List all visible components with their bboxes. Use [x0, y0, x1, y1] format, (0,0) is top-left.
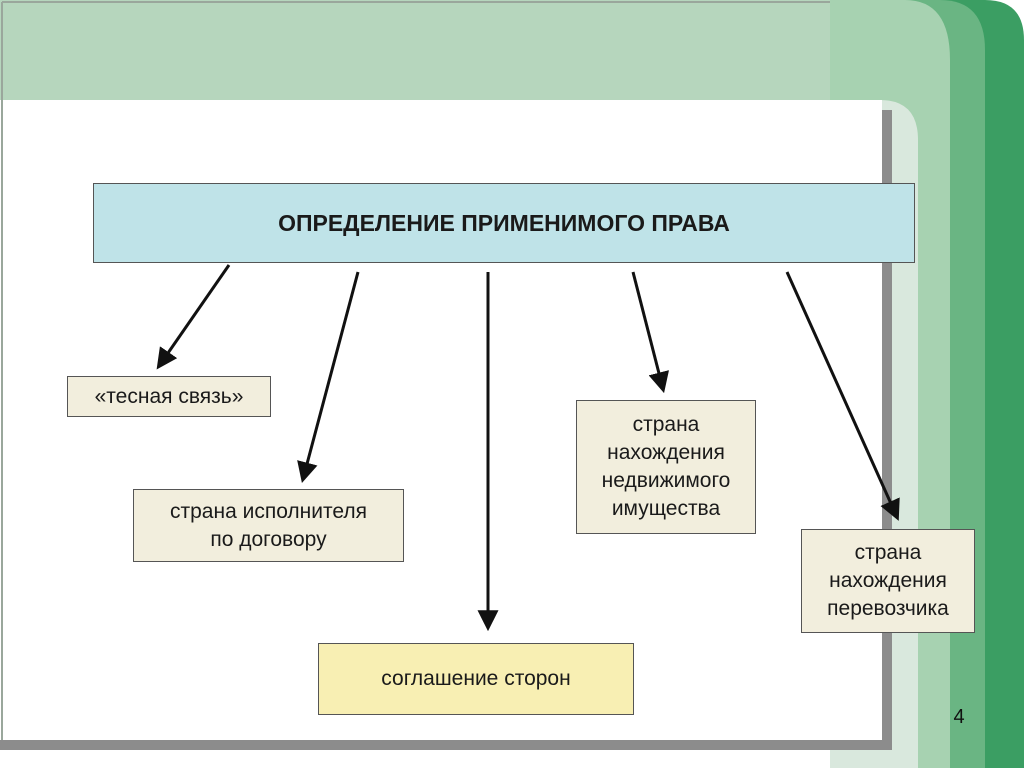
performer-country-label: страна исполнителя по договору: [170, 499, 367, 551]
parties-agreement-box: соглашение сторон: [318, 643, 634, 715]
close-connection-label: «тесная связь»: [94, 384, 244, 408]
arrow-to-carrier-country: [785, 271, 900, 521]
panel-outline: [1, 1, 830, 740]
diagram-title-box: ОПРЕДЕЛЕНИЕ ПРИМЕНИМОГО ПРАВА: [93, 183, 915, 263]
close-connection-box: «тесная связь»: [67, 376, 271, 417]
arrow-to-performer-country: [297, 271, 360, 484]
performer-country-box: страна исполнителя по договору: [133, 489, 404, 562]
page-number: 4: [953, 706, 965, 728]
arrow-to-real-estate-country: [631, 271, 669, 394]
real-estate-country-label: страна нахождения недвижимого имущества: [601, 413, 731, 520]
diagram-title: ОПРЕДЕЛЕНИЕ ПРИМЕНИМОГО ПРАВА: [278, 210, 730, 236]
header-band: [0, 0, 830, 100]
carrier-country-box: страна нахождения перевозчика: [801, 529, 975, 633]
real-estate-country-box: страна нахождения недвижимого имущества: [576, 400, 756, 534]
panel-shadow-bottom: [0, 740, 892, 750]
carrier-country-label: страна нахождения перевозчика: [827, 541, 949, 620]
arrow-to-close-connection: [156, 264, 231, 370]
panel-shadow-right: [882, 110, 892, 750]
parties-agreement-label: соглашение сторон: [381, 667, 571, 690]
